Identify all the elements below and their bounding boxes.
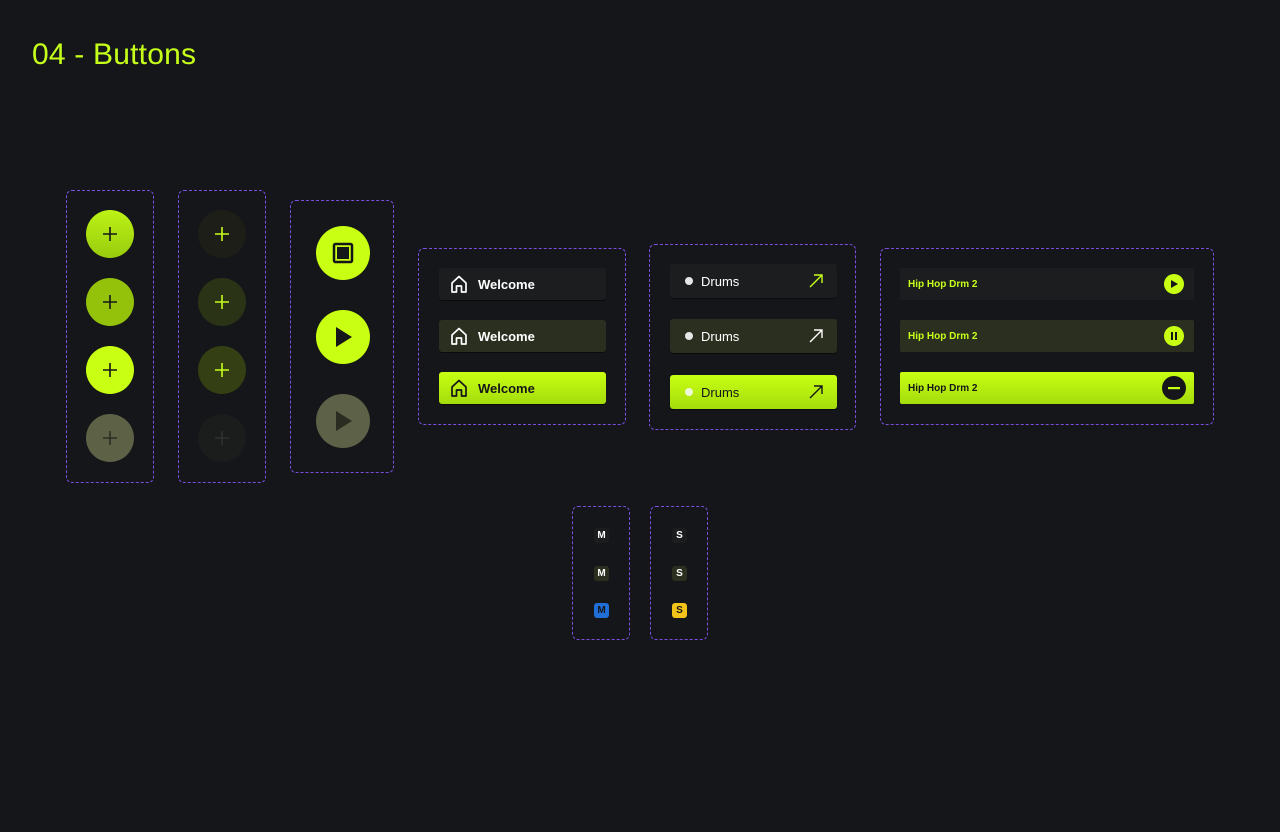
welcome-buttons-group: Welcome Welcome Welcome [418,248,626,425]
welcome-button-label: Welcome [478,277,535,292]
track-pause-button[interactable] [1164,326,1184,346]
transport-buttons-group [290,200,394,473]
solo-button-default[interactable]: S [672,528,687,543]
play-icon [336,327,352,347]
track-remove-button[interactable] [1162,376,1186,400]
drums-button-default[interactable]: Drums [670,264,837,298]
mute-button-default[interactable]: M [594,528,609,543]
welcome-button-label: Welcome [478,381,535,396]
solo-buttons-group: S S S [650,506,708,640]
track-button-label: Hip Hop Drm 2 [908,279,978,290]
status-dot [685,388,693,396]
plus-icon [103,295,117,309]
arrow-up-right-icon [809,329,823,343]
mute-button-hover[interactable]: M [594,566,609,581]
add-button-dark-hover[interactable] [198,278,246,326]
play-button[interactable] [316,310,370,364]
track-button-hover[interactable]: Hip Hop Drm 2 [900,320,1194,352]
drums-button-hover[interactable]: Drums [670,319,837,353]
stop-icon [332,242,354,264]
add-button-hover[interactable] [86,278,134,326]
welcome-button-hover[interactable]: Welcome [439,320,606,352]
track-play-button[interactable] [1164,274,1184,294]
welcome-button-label: Welcome [478,329,535,344]
drums-buttons-group: Drums Drums Drums [649,244,856,430]
welcome-button-active[interactable]: Welcome [439,372,606,404]
track-button-label: Hip Hop Drm 2 [908,331,978,342]
add-button-pressed[interactable] [86,346,134,394]
solo-button-active[interactable]: S [672,603,687,618]
home-icon [451,327,467,345]
home-icon [451,379,467,397]
add-button-default[interactable] [86,210,134,258]
stop-button[interactable] [316,226,370,280]
plus-icon [215,227,229,241]
plus-icon [215,431,229,445]
mute-button-active[interactable]: M [594,603,609,618]
plus-icon [103,431,117,445]
drums-button-label: Drums [701,329,740,344]
solo-button-hover[interactable]: S [672,566,687,581]
play-icon [1171,280,1178,288]
add-buttons-filled-group [66,190,154,483]
page-title: 04 - Buttons [32,38,197,71]
play-icon [336,411,352,431]
add-button-dark-default[interactable] [198,210,246,258]
status-dot [685,332,693,340]
add-button-dark-disabled[interactable] [198,414,246,462]
plus-icon [103,363,117,377]
arrow-up-right-icon [809,385,823,399]
mute-buttons-group: M M M [572,506,630,640]
add-button-disabled[interactable] [86,414,134,462]
plus-icon [103,227,117,241]
drums-button-label: Drums [701,274,740,289]
add-button-dark-pressed[interactable] [198,346,246,394]
track-button-label: Hip Hop Drm 2 [908,383,978,394]
track-button-active[interactable]: Hip Hop Drm 2 [900,372,1194,404]
pause-icon [1171,332,1177,340]
drums-button-active[interactable]: Drums [670,375,837,409]
track-button-default[interactable]: Hip Hop Drm 2 [900,268,1194,300]
arrow-up-right-icon [809,274,823,288]
plus-icon [215,363,229,377]
minus-icon [1168,387,1180,390]
home-icon [451,275,467,293]
track-buttons-group: Hip Hop Drm 2 Hip Hop Drm 2 Hip Hop Drm … [880,248,1214,425]
add-buttons-dark-group [178,190,266,483]
drums-button-label: Drums [701,385,740,400]
play-button-disabled[interactable] [316,394,370,448]
welcome-button-default[interactable]: Welcome [439,268,606,300]
status-dot [685,277,693,285]
plus-icon [215,295,229,309]
